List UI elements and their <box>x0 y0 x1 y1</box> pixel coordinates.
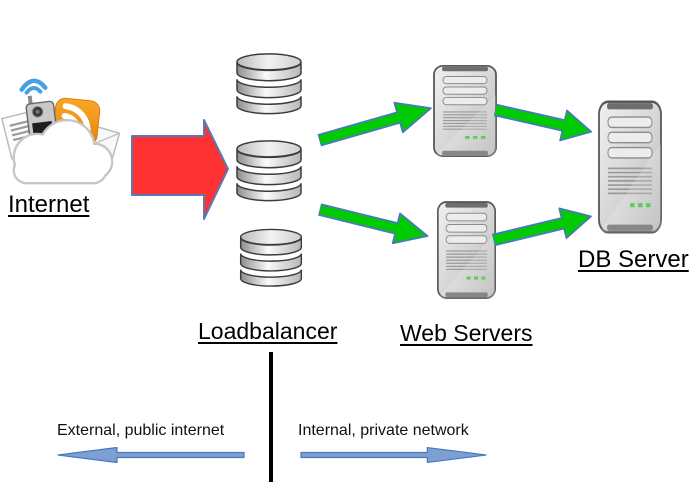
internal-zone-label: Internal, private network <box>298 422 469 439</box>
loadbalancer-cylinder-3-icon <box>238 227 304 289</box>
external-zone-arrow-left <box>55 446 245 464</box>
internet-label: Internet <box>8 191 90 218</box>
web-servers-label: Web Servers <box>400 320 533 346</box>
loadbalancer-cylinder-2-icon <box>234 139 304 203</box>
web-server-2-icon <box>436 200 497 300</box>
internal-zone-arrow-right <box>300 446 489 464</box>
green-arrow-web1-to-db <box>491 92 596 149</box>
db-server-label: DB Server <box>578 246 689 273</box>
red-flow-arrow <box>131 119 229 220</box>
web-server-1-icon <box>432 64 498 158</box>
zone-divider-line <box>269 352 273 482</box>
db-server-icon <box>597 99 663 235</box>
green-arrow-lb-to-web2 <box>315 192 433 254</box>
loadbalancer-cylinder-1-icon <box>234 52 304 116</box>
external-zone-label: External, public internet <box>57 422 225 439</box>
green-arrow-lb-to-web1 <box>314 90 437 157</box>
loadbalancer-label: Loadbalancer <box>198 318 338 344</box>
internet-cloud-icon <box>0 70 122 192</box>
